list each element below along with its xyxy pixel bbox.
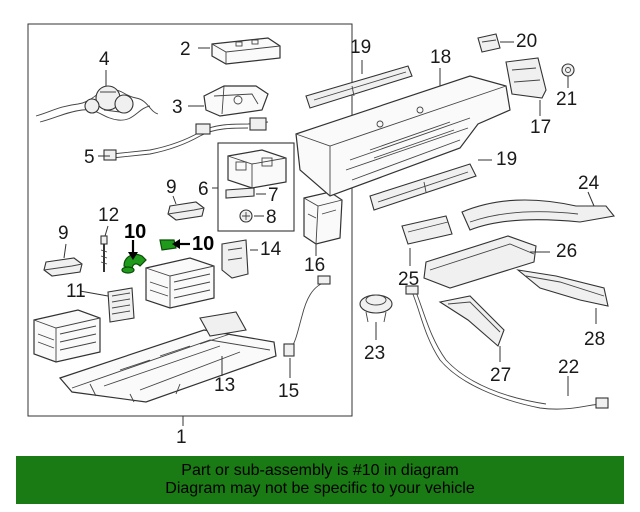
part-6-control-module[interactable] [227, 149, 287, 189]
callout-20: 20 [516, 31, 538, 52]
subassembly-6-frame [217, 142, 295, 232]
callout-21: 21 [556, 89, 578, 110]
part-23-fan-assembly[interactable] [359, 294, 393, 323]
callout-27: 27 [490, 365, 512, 386]
part-9-pad-lower[interactable] [43, 257, 83, 277]
callout-26: 26 [556, 241, 578, 262]
part-10-clip-highlighted[interactable] [159, 239, 177, 251]
part-14-bracket[interactable] [221, 239, 249, 279]
callout-4: 4 [99, 49, 110, 70]
callout-24: 24 [578, 173, 600, 194]
part-8-fastener[interactable] [239, 209, 253, 223]
battery-module-upper[interactable] [145, 257, 215, 309]
part-27-bracket[interactable] [438, 295, 505, 347]
part-19-duct-lower[interactable] [369, 163, 477, 211]
callout-18: 18 [430, 47, 452, 68]
part-18-battery-cover[interactable] [295, 75, 511, 197]
callout-1-sub: 11 [66, 281, 86, 302]
part-4-wiring-harness[interactable] [35, 85, 159, 123]
callout-10-hose: 10 [124, 221, 147, 243]
banner-line-2: Diagram may not be specific to your vehi… [165, 480, 475, 497]
callout-22: 22 [558, 357, 580, 378]
callout-14: 14 [260, 239, 282, 260]
callout-2: 2 [180, 39, 191, 60]
part-22-harness[interactable] [405, 285, 609, 410]
part-3-bracket[interactable] [203, 85, 269, 117]
part-13-battery-tray[interactable] [58, 311, 277, 403]
part-5-cable[interactable] [103, 117, 269, 161]
callout-28: 28 [584, 329, 606, 350]
battery-module-left[interactable] [33, 309, 101, 363]
part-16-mount[interactable] [303, 191, 343, 245]
part-17-bracket[interactable] [505, 57, 547, 99]
part-10-hose-highlighted[interactable] [121, 253, 147, 274]
part-26-air-duct[interactable] [423, 235, 537, 289]
part-11-cell-frame[interactable] [107, 287, 135, 323]
part-15-cable[interactable] [283, 275, 331, 357]
part-24-air-duct[interactable] [461, 199, 616, 231]
part-28-duct-elbow[interactable] [516, 269, 609, 307]
callout-8: 8 [266, 207, 277, 228]
callout-9-lower: 9 [58, 223, 69, 244]
callout-19-lower: 19 [496, 149, 518, 170]
part-20-sensor[interactable] [477, 33, 501, 53]
callout-25: 25 [398, 269, 420, 290]
info-banner: Part or sub-assembly is #10 in diagram D… [16, 456, 624, 504]
callout-10-clip: 10 [192, 233, 215, 255]
callout-6: 6 [198, 179, 209, 200]
callout-3: 3 [172, 97, 183, 118]
part-25-duct-segment[interactable] [401, 215, 453, 245]
callout-5: 5 [84, 147, 95, 168]
callout-16: 16 [304, 255, 326, 276]
assembly-frame [27, 23, 353, 417]
callout-19-upper: 19 [350, 37, 372, 58]
callout-1: 1 [176, 427, 187, 448]
part-19-duct-upper[interactable] [305, 65, 413, 109]
part-21-grommet[interactable] [561, 63, 575, 77]
callout-15: 15 [278, 381, 300, 402]
callout-9-upper: 9 [166, 177, 177, 198]
part-12-bolt[interactable] [100, 235, 108, 272]
banner-line-1: Part or sub-assembly is #10 in diagram [181, 462, 459, 479]
callout-23: 23 [364, 343, 386, 364]
callout-12: 12 [98, 205, 120, 226]
callout-17: 17 [530, 117, 552, 138]
part-2-module[interactable] [211, 37, 281, 65]
part-7-clip[interactable] [225, 187, 255, 199]
callout-7: 7 [268, 185, 279, 206]
callout-13: 13 [214, 375, 236, 396]
part-9-pad-upper[interactable] [167, 201, 205, 221]
